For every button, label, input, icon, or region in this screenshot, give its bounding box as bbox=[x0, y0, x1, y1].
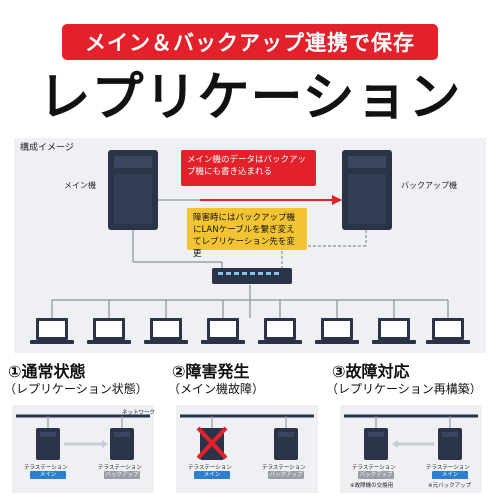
laptop-icon bbox=[426, 318, 470, 344]
network-label: ネットワーク bbox=[122, 410, 156, 416]
main-server-icon bbox=[108, 150, 158, 230]
p2-left-label: テラステーション bbox=[188, 465, 232, 471]
laptop-icon bbox=[144, 318, 188, 344]
laptop-icon bbox=[201, 318, 245, 344]
step-3-subtitle: （レプリケーション再構築） bbox=[326, 382, 482, 396]
p3-right-label: テラステーション bbox=[426, 465, 470, 471]
step-2-title: ②障害発生 bbox=[172, 362, 250, 381]
step-3-title: ③故障対応 bbox=[332, 362, 410, 381]
laptops bbox=[30, 318, 470, 344]
laptop-icon bbox=[372, 318, 416, 344]
laptop-icon bbox=[315, 318, 359, 344]
failure-x-icon bbox=[196, 426, 228, 460]
p2-right-tag: バックアップ bbox=[268, 471, 304, 479]
p2-left-tag: メイン bbox=[194, 471, 230, 479]
nas-backup-icon bbox=[110, 428, 134, 460]
step-1-subtitle: （レプリケーション状態） bbox=[4, 382, 148, 396]
banner: メイン＆バックアップ連携で保存 bbox=[62, 24, 438, 60]
nas-new-backup-icon bbox=[364, 428, 388, 460]
laptop-icon bbox=[258, 318, 302, 344]
section-label: 構成イメージ bbox=[20, 143, 74, 153]
p3-right-tag: メイン bbox=[432, 471, 468, 479]
backup-server-label: バックアップ機 bbox=[401, 181, 457, 190]
nas-main-icon bbox=[36, 428, 60, 460]
step-1-title: ①通常状態 bbox=[8, 362, 86, 381]
nas-new-main-icon bbox=[438, 428, 462, 460]
network-switch-icon bbox=[212, 268, 292, 284]
callout-red: メイン機のデータはバックアップ機にも書き込まれる bbox=[181, 150, 316, 186]
step-2-subtitle: （メイン機故障） bbox=[168, 382, 265, 396]
p2-right-label: テラステーション bbox=[262, 465, 306, 471]
p1-left-tag: メイン bbox=[30, 471, 66, 479]
p1-right-label: テラステーション bbox=[98, 465, 142, 471]
page-title: レプリケーション bbox=[38, 68, 462, 128]
p3-right-note: ※元バックアップ bbox=[428, 483, 472, 489]
banner-text: メイン＆バックアップ連携で保存 bbox=[85, 31, 415, 55]
nas-backup-icon bbox=[274, 428, 298, 460]
p3-left-note: ※故障機の交換用 bbox=[350, 483, 394, 489]
arrow-icon bbox=[332, 195, 342, 205]
p3-left-tag: バックアップ bbox=[358, 471, 394, 479]
laptop-icon bbox=[87, 318, 131, 344]
p1-right-tag: バックアップ bbox=[104, 471, 140, 479]
p1-left-label: テラステーション bbox=[24, 465, 68, 471]
p3-left-label: テラステーション bbox=[352, 465, 396, 471]
callout-yellow: 障害時にはバックアップ機にLANケーブルを繋ぎ変えてレプリケーション先を変更 bbox=[187, 208, 307, 259]
backup-server-icon bbox=[342, 150, 392, 230]
laptop-icon bbox=[30, 318, 74, 344]
main-server-label: メイン機 bbox=[64, 181, 96, 190]
